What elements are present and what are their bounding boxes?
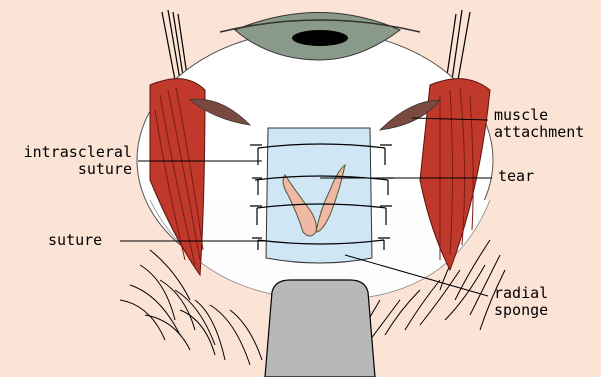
retractor-instrument	[265, 280, 375, 377]
label-intrascleral-line1: intrascleral	[10, 144, 132, 161]
label-suture: suture	[48, 232, 102, 249]
label-radial-sponge: radial sponge	[494, 285, 548, 319]
label-intrascleral-line2: suture	[10, 161, 132, 178]
label-tear: tear	[498, 168, 534, 185]
label-intrascleral-suture: intrascleral suture	[10, 144, 132, 178]
label-muscle-line1: muscle	[494, 107, 584, 124]
pupil	[292, 30, 348, 46]
label-muscle-line2: attachment	[494, 124, 584, 141]
label-muscle-attachment: muscle attachment	[494, 107, 584, 141]
label-radial-line1: radial	[494, 285, 548, 302]
label-radial-line2: sponge	[494, 302, 548, 319]
